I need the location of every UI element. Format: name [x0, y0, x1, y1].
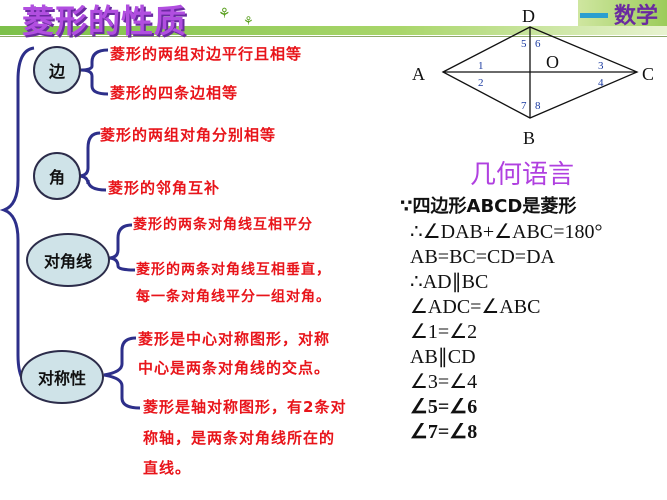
header-line	[0, 36, 667, 37]
geo-lines: ∴∠DAB+∠ABC=180° AB=BC=CD=DA ∴AD∥BC ∠ADC=…	[410, 220, 603, 445]
vertex-label: D	[522, 6, 535, 26]
logo-text: 数学	[614, 4, 659, 29]
brace-symmetry	[103, 336, 141, 410]
page-title: 菱形的性质	[22, 2, 188, 40]
main-brace	[0, 46, 35, 390]
angle-label: 8	[535, 100, 541, 112]
geo-line: AB∥CD	[410, 346, 476, 368]
header-green-bar	[0, 26, 667, 35]
angle-label: 7	[521, 100, 527, 112]
node-label: 对称性	[37, 369, 86, 388]
property-text: 菱形的两条对角线互相垂直，	[136, 262, 331, 278]
angle-label: 1	[478, 60, 484, 72]
property-text: 中心是两条对角线的交点。	[138, 359, 331, 377]
property-text: 菱形的四条边相等	[110, 84, 239, 102]
node-angles: 角	[33, 152, 81, 200]
geo-line: AB=BC=CD=DA	[410, 246, 555, 268]
sprout-icon: ⚘	[243, 14, 254, 28]
geo-line: ∠7=∠8	[410, 421, 478, 443]
angle-label: 5	[521, 38, 527, 50]
property-text: 菱形的两组对角分别相等	[100, 126, 277, 144]
node-diagonals: 对角线	[26, 233, 110, 287]
angle-label: 4	[598, 77, 604, 89]
rhombus-figure	[441, 26, 639, 119]
property-text: 菱形是轴对称图形，有2条对	[143, 398, 347, 416]
geo-line: ∠3=∠4	[410, 371, 478, 393]
vertex-label: B	[523, 128, 536, 148]
geo-line: ∴AD∥BC	[410, 271, 489, 293]
node-label: 角	[48, 168, 65, 187]
node-label: 边	[48, 62, 65, 81]
angle-label: 3	[598, 60, 604, 72]
property-text: 称轴，是两条对角线所在的	[143, 429, 336, 447]
geo-line: ∠1=∠2	[410, 321, 478, 343]
sprout-icon: ⚘	[218, 6, 231, 22]
brace-diagonals	[107, 223, 136, 272]
vertex-label: A	[412, 64, 425, 84]
angle-label: 2	[478, 77, 484, 89]
node-symmetry: 对称性	[20, 350, 104, 404]
geo-line: ∠ADC=∠ABC	[410, 296, 541, 318]
node-edges: 边	[33, 46, 81, 94]
brace-edges	[79, 48, 109, 96]
property-text: 菱形是中心对称图形，对称	[138, 330, 331, 348]
property-text: 菱形的两条对角线互相平分	[133, 217, 313, 233]
vertex-label: C	[642, 64, 655, 84]
geo-title: 几何语言	[470, 160, 575, 190]
property-text: 每一条对角线平分一组对角。	[136, 289, 331, 305]
geo-line: ∴∠DAB+∠ABC=180°	[410, 221, 603, 243]
geo-given: ∵四边形ABCD是菱形	[400, 196, 577, 217]
property-text: 菱形的两组对边平行且相等	[110, 45, 303, 63]
center-label: O	[546, 52, 559, 72]
angle-label: 6	[535, 38, 541, 50]
logo: 数学	[578, 0, 667, 29]
geo-line: ∠5=∠6	[410, 396, 478, 418]
node-label: 对角线	[43, 252, 92, 271]
property-text: 直线。	[143, 459, 192, 477]
property-text: 菱形的邻角互补	[108, 179, 221, 197]
